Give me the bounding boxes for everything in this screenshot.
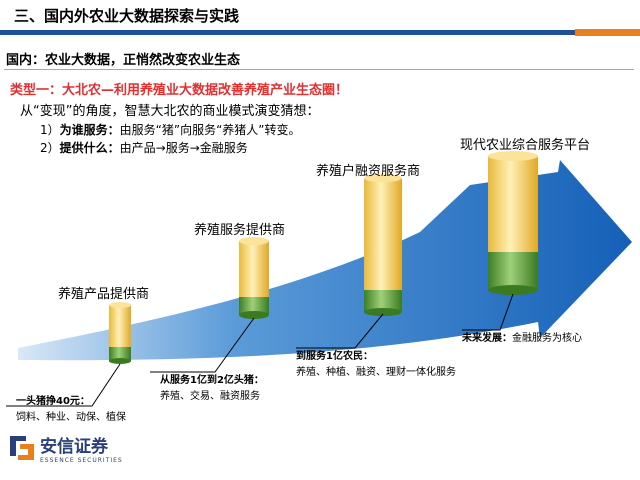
point-2-bold: 提供什么： <box>59 141 120 155</box>
callout-line-1 <box>6 363 121 407</box>
point-1-prefix: 1） <box>40 123 60 137</box>
note-3: 到服务1亿农民： 养殖、种植、融资、理财一体化服务 <box>296 349 456 381</box>
point-2-rest: 由产品→服务→金融服务 <box>119 141 248 155</box>
callout-line-4 <box>462 293 514 331</box>
note-2: 从服务1亿到2亿头猪： 养殖、交易、融资服务 <box>160 373 264 405</box>
point-1-rest: 由服务“猪”向服务“养猪人”转变。 <box>119 123 301 137</box>
growth-arrow <box>18 160 632 361</box>
page-title: 三、国内外农业大数据探索与实践 <box>14 7 240 25</box>
note-2-head: 从服务1亿到2亿头猪： <box>160 375 264 386</box>
note-1-body: 饲料、种业、动保、植保 <box>16 412 126 423</box>
note-2-body: 养殖、交易、融资服务 <box>160 391 260 402</box>
logo-icon <box>10 436 34 460</box>
point-2: 2）提供什么：由产品→服务→金融服务 <box>40 139 248 156</box>
point-2-prefix: 2） <box>40 141 60 155</box>
logo-name: 安信证券 <box>40 437 108 457</box>
section-subtitle: 国内：农业大数据，正悄然改变农业生态 <box>6 53 241 68</box>
cylinder-1 <box>109 302 131 364</box>
title-bar <box>0 30 575 35</box>
logo-subtitle: ESSENCE SECURITIES <box>40 457 123 464</box>
stage-1-label: 养殖产品提供商 <box>58 287 150 302</box>
note-3-head: 到服务1亿农民： <box>296 351 373 362</box>
stage-3-label: 养殖户融资服务商 <box>316 164 421 179</box>
intro-text: 从“变现”的角度，智慧大北农的商业模式演变猜想： <box>20 104 320 119</box>
note-1-head: 一头猪挣40元： <box>16 396 90 407</box>
cylinder-4 <box>488 151 538 295</box>
callout-line-2 <box>150 317 255 373</box>
note-4: 未来发展：金融服务为核心 <box>462 331 582 347</box>
cylinder-3 <box>364 174 402 316</box>
title-bar-accent <box>575 29 640 36</box>
stage-2-label: 养殖服务提供商 <box>194 223 286 238</box>
callout-line-3 <box>296 313 384 349</box>
note-4-head: 未来发展： <box>462 333 512 344</box>
point-1-bold: 为谁服务： <box>59 123 120 137</box>
note-3-body: 养殖、种植、融资、理财一体化服务 <box>296 367 456 378</box>
cylinder-2 <box>239 237 269 319</box>
stage-4-label: 现代农业综合服务平台 <box>460 138 591 153</box>
point-1: 1）为谁服务：由服务“猪”向服务“养猪人”转变。 <box>40 121 301 138</box>
note-4-body: 金融服务为核心 <box>512 333 582 344</box>
type-heading: 类型一：大北农—利用养殖业大数据改善养殖产业生态圈！ <box>10 83 349 98</box>
note-1: 一头猪挣40元： 饲料、种业、动保、植保 <box>16 394 126 426</box>
divider <box>4 69 634 70</box>
